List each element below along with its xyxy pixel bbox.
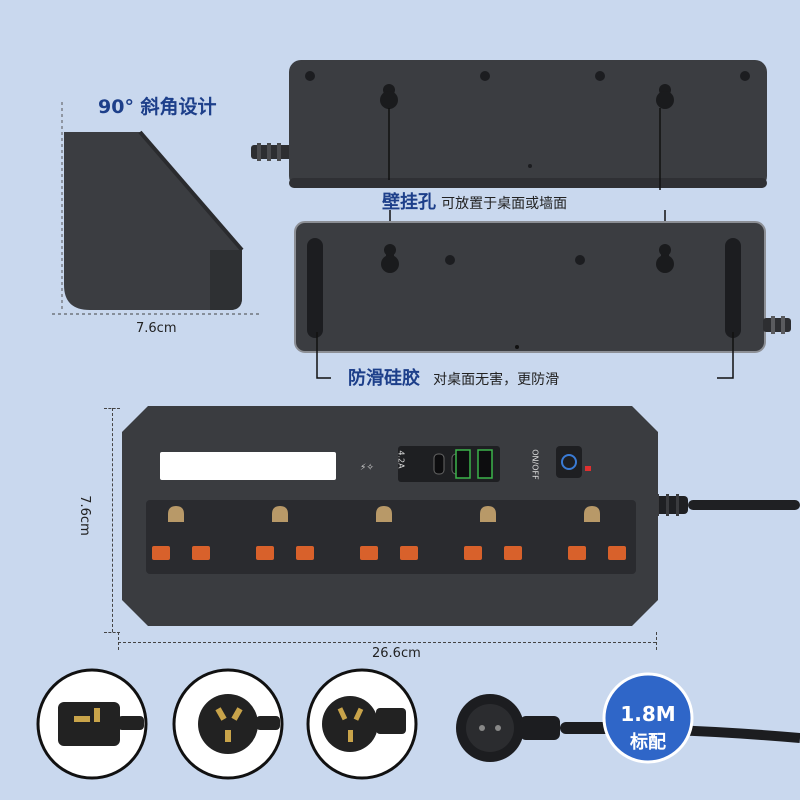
anti-slip-label-bold: 防滑硅胶	[348, 368, 420, 389]
anti-slip-caption: 防滑硅胶 对桌面无害，更防滑	[348, 364, 559, 390]
anti-slip-unit	[294, 210, 791, 379]
cord-stub	[251, 145, 295, 159]
cable-length-label: 标配	[630, 732, 666, 753]
cable-length-value: 1.8M	[620, 702, 676, 726]
side-profile-body	[64, 132, 242, 310]
wall-mount-label-text: 可放置于桌面或墙面	[441, 196, 568, 212]
height-label: 7.6cm	[76, 495, 92, 536]
switch-label: ON/OFF	[530, 449, 540, 480]
usb-type-c-icon	[433, 453, 445, 475]
length-guide-cap-right	[656, 632, 657, 650]
keyhole-icon	[380, 84, 398, 109]
wall-mount-caption: 壁挂孔 可放置于桌面或墙面	[382, 188, 567, 214]
keyhole-icon	[381, 244, 399, 273]
height-guide-cap-top	[104, 408, 120, 409]
wall-mount-label-bold: 壁挂孔	[382, 192, 436, 213]
power-switch	[556, 446, 582, 478]
power-button-icon	[561, 454, 577, 470]
length-guide-cap-left	[118, 632, 119, 650]
plug-options	[36, 668, 800, 780]
side-width-label: 7.6cm	[136, 321, 177, 336]
outlets-row	[152, 506, 626, 560]
usb-logo-icon: ⚡✧	[360, 463, 374, 473]
side-view-title: 90° 斜角设计	[98, 96, 217, 118]
usb-a-icon	[455, 449, 471, 479]
length-guide-line	[118, 642, 656, 643]
height-guide-cap-bottom	[104, 632, 120, 633]
top-unit-body	[289, 60, 767, 188]
label-window	[160, 452, 336, 480]
height-guide-line	[112, 408, 113, 632]
outlet-group	[256, 506, 314, 560]
usb-a-icon	[477, 449, 493, 479]
uk-plug-icon	[36, 668, 148, 780]
power-cord	[648, 494, 800, 516]
wall-mount-top-unit	[251, 60, 767, 190]
usb-rating-label: 4.2A	[396, 450, 406, 469]
outlet-group	[568, 506, 626, 560]
length-label: 26.6cm	[372, 646, 421, 661]
outlet-group	[464, 506, 522, 560]
usb-panel	[398, 446, 500, 482]
cn-plug-icon	[306, 668, 418, 780]
au-plug-icon	[172, 668, 284, 780]
keyhole-icon	[656, 244, 674, 273]
silicone-strip-left	[307, 238, 323, 338]
keyhole-icon	[656, 84, 674, 109]
silicone-strip-right	[725, 238, 741, 338]
outlet-group	[152, 506, 210, 560]
bottom-unit-body	[294, 221, 766, 353]
side-profile-diagram	[52, 102, 260, 315]
cable-length-badge	[602, 672, 694, 764]
power-indicator	[585, 466, 591, 471]
anti-slip-label-text: 对桌面无害，更防滑	[433, 372, 560, 388]
outlet-group	[360, 506, 418, 560]
